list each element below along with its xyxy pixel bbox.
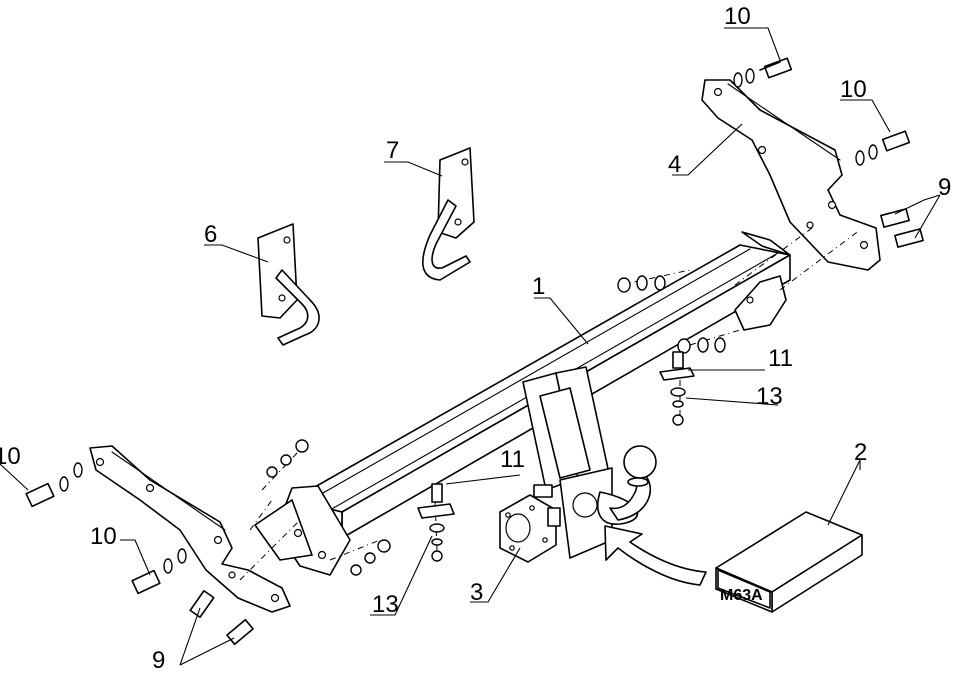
callout-2: 2 xyxy=(854,439,867,466)
callout-9-right: 9 xyxy=(938,174,951,201)
direction-arrow xyxy=(604,525,707,586)
callout-10-top: 10 xyxy=(724,3,751,30)
callout-11-center: 11 xyxy=(500,446,525,473)
callout-4: 4 xyxy=(668,151,681,178)
callout-13-center: 13 xyxy=(372,591,399,618)
callout-10-edge: 10 xyxy=(0,443,21,470)
callout-13-right: 13 xyxy=(756,383,783,410)
callout-7: 7 xyxy=(386,137,399,164)
right-beam-bracket xyxy=(734,275,787,331)
callout-numbers: 10 10 9 4 7 6 1 2 11 13 11 13 3 10 10 9 xyxy=(0,3,951,674)
leader-lines xyxy=(0,27,941,666)
box-label: M63A xyxy=(720,587,763,604)
callout-3: 3 xyxy=(470,579,483,606)
callout-11-right: 11 xyxy=(768,345,793,372)
fasteners xyxy=(25,57,924,646)
callout-6: 6 xyxy=(204,221,217,248)
ball-mount-plates xyxy=(522,366,613,559)
callout-1: 1 xyxy=(532,273,545,300)
right-side-bracket xyxy=(701,79,881,271)
electrical-kit-box: M63A xyxy=(715,511,863,613)
tow-ball xyxy=(572,445,657,525)
callout-9-left: 9 xyxy=(152,647,165,674)
socket-plate xyxy=(499,484,561,563)
left-beam-bracket xyxy=(254,485,351,576)
left-side-bracket xyxy=(89,445,291,613)
callout-10-left: 10 xyxy=(90,523,117,550)
bracket-part-7 xyxy=(422,147,475,281)
callout-10-right: 10 xyxy=(840,76,867,103)
bracket-part-6 xyxy=(257,223,320,346)
